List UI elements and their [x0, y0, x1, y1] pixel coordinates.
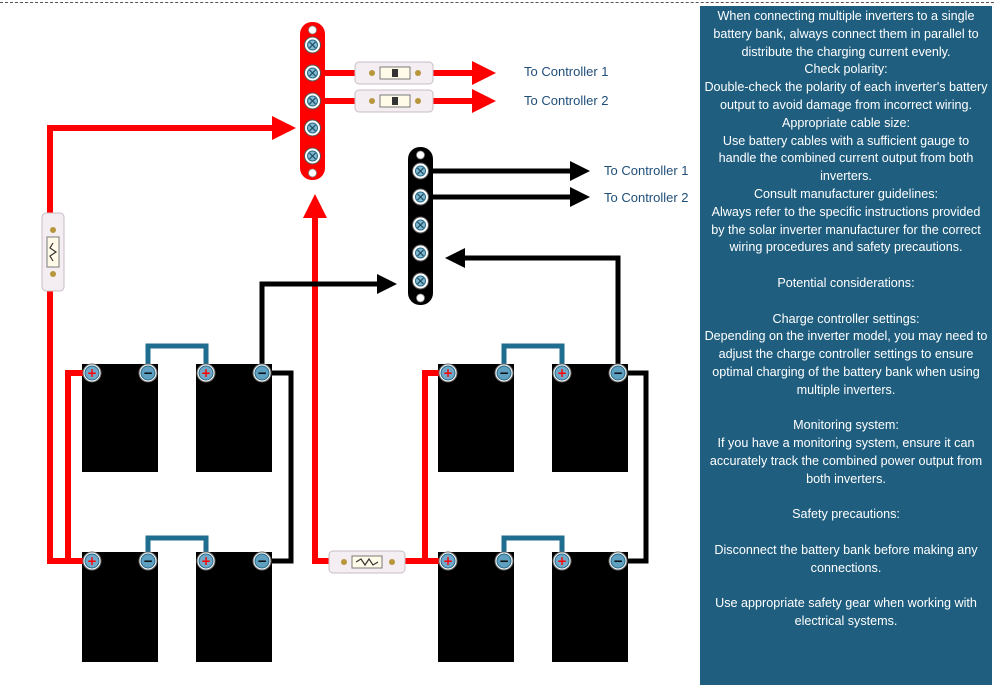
charge-text: Depending on the inverter model, you may…	[704, 329, 988, 397]
safety-text-1: Disconnect the battery bank before makin…	[714, 542, 978, 575]
batteries	[82, 364, 628, 662]
top-dashed-border	[0, 2, 994, 3]
label-pos-controller-2: To Controller 2	[524, 93, 609, 108]
positive-terminal-3: +	[196, 363, 216, 383]
svg-text:−: −	[499, 554, 509, 568]
safety-title: Safety precautions:	[792, 507, 900, 522]
positive-wiring	[47, 61, 496, 564]
info-panel: When connecting multiple inverters to a …	[700, 6, 992, 685]
jumper-top-left	[145, 343, 209, 373]
battery-bottom-left-a	[82, 552, 158, 662]
positive-terminal-7: +	[196, 551, 216, 571]
negative-bus-screw-2	[412, 188, 429, 206]
cable-title: Appropriate cable size:	[781, 115, 911, 130]
negative-terminal-14: −	[494, 551, 514, 571]
svg-text:−: −	[257, 554, 267, 568]
fuse-left	[41, 212, 65, 292]
positive-terminal-13: +	[438, 551, 458, 571]
svg-text:−: −	[613, 366, 623, 380]
considerations-title: Potential considerations:	[777, 275, 915, 290]
svg-text:−: −	[143, 554, 153, 568]
svg-text:+: +	[201, 366, 211, 380]
intro-text: When connecting multiple inverters to a …	[713, 9, 979, 59]
fuse-right	[328, 550, 406, 574]
left-main-positive	[47, 116, 296, 564]
svg-text:+: +	[557, 554, 567, 568]
positive-bus-screw-4	[304, 119, 321, 137]
negative-bus-bar	[408, 147, 433, 305]
positive-bus-screw-2	[304, 64, 321, 82]
series-jumpers	[145, 343, 565, 561]
negative-bus-screw-5	[412, 272, 429, 290]
right-main-negative	[445, 248, 621, 373]
svg-text:+: +	[87, 554, 97, 568]
battery-terminals: + − + − + − + − + − + − + − + −	[82, 363, 628, 571]
svg-text:−: −	[613, 554, 623, 568]
svg-text:−: −	[143, 366, 153, 380]
negative-terminal-2: −	[138, 363, 158, 383]
battery-bottom-right-b	[552, 552, 628, 662]
charge-title: Charge controller settings:	[772, 311, 920, 326]
negative-terminal-12: −	[608, 363, 628, 383]
negative-bus-screw-4	[412, 244, 429, 262]
svg-text:−: −	[499, 366, 509, 380]
negative-terminal-6: −	[138, 551, 158, 571]
right-parallel-negative	[618, 370, 649, 564]
svg-text:+: +	[443, 554, 453, 568]
jumper-top-right	[501, 343, 565, 373]
negative-bus-screw-3	[412, 216, 429, 234]
svg-text:−: −	[257, 366, 267, 380]
jumper-bottom-left	[145, 535, 209, 561]
wiring-diagram: + − + − + − + − + − + − + − + − To Controller 1 To Cont…	[41, 22, 689, 662]
svg-text:+: +	[201, 554, 211, 568]
negative-terminal-4: −	[252, 363, 272, 383]
positive-terminal-5: +	[82, 551, 102, 571]
left-parallel-negative	[262, 370, 294, 564]
negative-terminal-16: −	[608, 551, 628, 571]
negative-terminal-10: −	[494, 363, 514, 383]
monitoring-text: If you have a monitoring system, ensure …	[709, 436, 983, 486]
positive-bus-screw-3	[304, 92, 321, 110]
negative-wiring	[259, 161, 649, 564]
positive-terminal-1: +	[82, 363, 102, 383]
polarity-text: Double-check the polarity of each invert…	[704, 80, 988, 112]
cable-text: Use battery cables with a sufficient gau…	[718, 133, 974, 184]
positive-terminal-9: +	[438, 363, 458, 383]
fuse-pos-output-2	[354, 89, 434, 113]
safety-text-2: Use appropriate safety gear when working…	[715, 596, 977, 629]
polarity-title: Check polarity:	[804, 62, 888, 77]
positive-bus-bar	[300, 22, 325, 180]
label-neg-controller-1: To Controller 1	[604, 163, 689, 178]
fuse-pos-output-1	[354, 61, 434, 85]
positive-terminal-11: +	[552, 363, 572, 383]
guidelines-text: Always refer to the specific instruction…	[711, 204, 981, 255]
svg-text:+: +	[443, 366, 453, 380]
svg-text:+: +	[87, 366, 97, 380]
battery-bottom-right-a	[438, 552, 514, 662]
negative-terminal-8: −	[252, 551, 272, 571]
negative-bus-screw-1	[412, 162, 429, 180]
monitoring-title: Monitoring system:	[793, 418, 899, 433]
positive-bus-screw-1	[304, 36, 321, 54]
positive-terminal-15: +	[552, 551, 572, 571]
guidelines-title: Consult manufacturer guidelines:	[753, 186, 939, 201]
left-main-negative	[259, 274, 397, 373]
svg-text:+: +	[557, 366, 567, 380]
positive-bus-screw-5	[304, 147, 321, 165]
battery-bottom-left-b	[196, 552, 272, 662]
jumper-bottom-right	[501, 535, 565, 561]
label-neg-controller-2: To Controller 2	[604, 190, 689, 205]
label-pos-controller-1: To Controller 1	[524, 64, 609, 79]
